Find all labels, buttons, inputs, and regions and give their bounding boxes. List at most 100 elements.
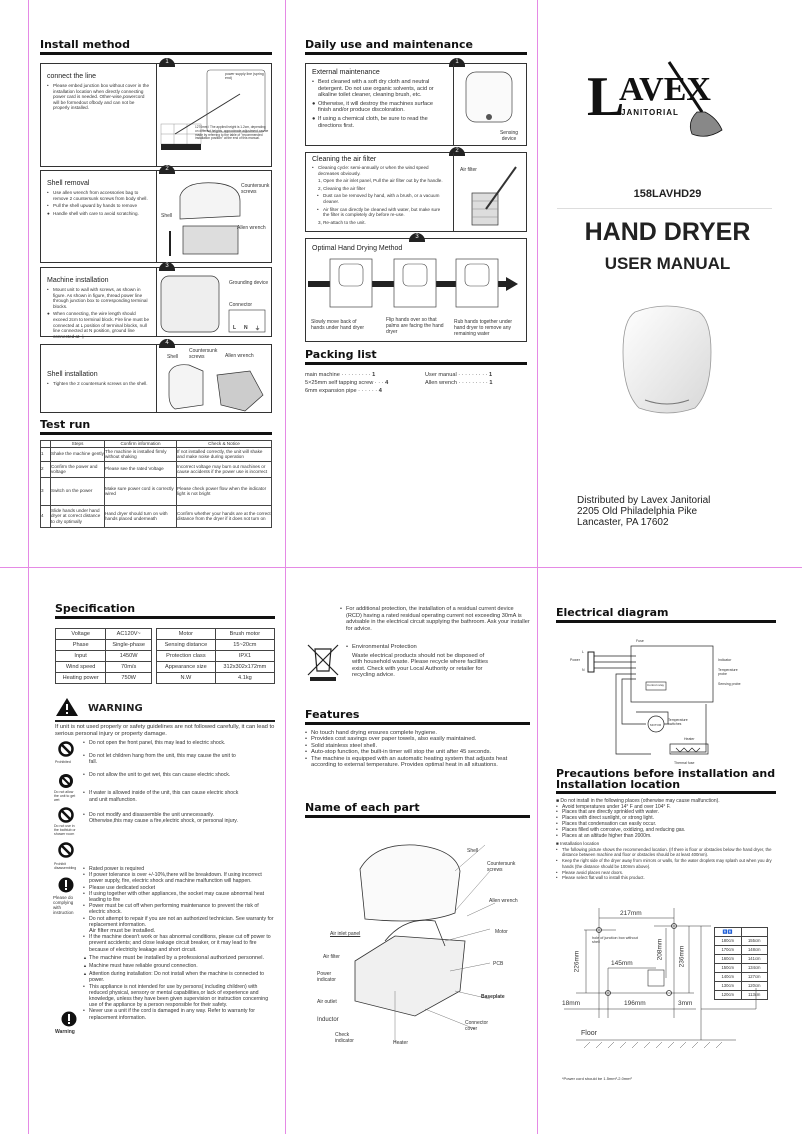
part-label: Baseplate [481, 994, 505, 1000]
packing-item: Allen wrench · · · · · · · · · 1 [425, 380, 493, 386]
step-caption: Rub hands together under hand dryer to r… [454, 319, 513, 337]
part-label: Inductor [317, 1017, 339, 1023]
item-qty: 1 [489, 380, 493, 386]
step-number: 3 [409, 233, 425, 242]
spec-label: Input [54, 650, 107, 662]
install-step-2: 2 Shell removal Use allen wrench from ac… [40, 165, 272, 263]
cell: If not installed correctly, the unit wil… [176, 446, 272, 462]
cell: Please see the rated Voltage [104, 460, 177, 478]
cell: Incorrect voltage may burn out machines … [176, 460, 272, 478]
dimension-label: 226mm [573, 950, 581, 973]
part-label: Air filter [323, 954, 340, 960]
instruction-item: Rated power is required [83, 866, 275, 872]
prohibited-list: Do not open the front panel, this may le… [83, 740, 243, 827]
no-water-icon [59, 774, 73, 788]
cell: Confirm whether your hands are at the co… [176, 504, 272, 528]
item-qty: 1 [489, 372, 493, 378]
floor-label: Floor [581, 1030, 597, 1037]
part-label: Countersunk screws [487, 861, 516, 873]
step-number: 4 [159, 339, 175, 348]
step-note: If using a chemical cloth, be sure to re… [312, 116, 447, 129]
step-title: connect the line [47, 73, 97, 80]
cell: 120cm [740, 981, 768, 991]
step-caption: Slowly move back of hands under hand dry… [311, 319, 365, 331]
shell-installation-illustration: Shell Countersunk screws Allen wrench [155, 345, 271, 412]
spec-label: N.W [156, 672, 216, 684]
icon-label: Prohibit disassembling [54, 862, 77, 870]
step-title: Optimal Hand Drying Method [312, 245, 403, 252]
instruction-item: Do not attempt to repair if you are not … [83, 916, 275, 928]
diagram-label: Indicator [718, 658, 732, 662]
spec-value: 15~20cm [214, 639, 276, 651]
cell: 141cm [740, 954, 768, 964]
avoid-item: Avoid temperatures under 14° F and over … [556, 804, 776, 811]
part-label: Heater [393, 1040, 409, 1046]
step-title: Machine installation [47, 277, 109, 284]
weee-recycling-icon [307, 644, 339, 681]
avoid-heading: ■ Do not install in the following places… [556, 798, 720, 804]
step-title: Shell removal [47, 180, 90, 187]
section-title: Daily use and maintenance [305, 38, 527, 55]
step-text: 1, Open the air inlet panel, Pull the ai… [318, 178, 443, 184]
item-name: 6mm expansion pipe [305, 388, 357, 394]
step-text: Pull the shell upward by hands to remove [47, 203, 150, 209]
exclamation-icon [61, 1011, 77, 1027]
no-bathroom-icon [58, 807, 74, 823]
diagram-label: MOTOR [650, 723, 662, 727]
warning-title: WARNING [88, 703, 143, 714]
cell: Shake the machine gently [50, 446, 105, 462]
part-label: Air inlet panel [330, 931, 361, 937]
manual-subtitle: USER MANUAL [604, 254, 731, 273]
diagram-label: L [582, 650, 584, 654]
feature-item: Auto-stop function, the built-in timer w… [305, 749, 530, 756]
caution-item: Machine must have reliable ground connec… [83, 963, 275, 969]
address-line: 2205 Old Philadelphia Pike [577, 506, 698, 517]
dimension-label: 208mm [656, 938, 664, 961]
address-line: Distributed by Lavex Janitorial [577, 495, 711, 506]
icon-label: Do not allow the unit to get wet [54, 790, 76, 802]
section-title: Install method [40, 38, 272, 55]
diagram-label: Control relay [647, 683, 665, 687]
spec-label: Voltage [54, 628, 107, 640]
height-note: 1270mm / The applied height is 1.2cm, de… [195, 125, 269, 141]
divider [557, 208, 772, 209]
warning-item: Do not modify and disassemble the unit u… [83, 812, 243, 825]
cell: Confirm the power and voltage [50, 460, 105, 478]
warning-item: Do not allow the unit to get wet, this c… [83, 772, 243, 779]
feature-item: Provides cost savings over paper towels,… [305, 736, 530, 743]
instruction-item: Please use dedicated socket [83, 885, 275, 891]
diagram-label: Fuse [636, 639, 644, 643]
instruction-item: Air filter must be installed. [89, 928, 156, 935]
item-name: Allen wrench [425, 380, 458, 386]
daily-use-page: Daily use and maintenance [305, 38, 527, 60]
illustration-label: Countersunk screws [189, 348, 218, 360]
packing-list-section: Packing list main machine · · · · · · · … [305, 348, 527, 394]
maintenance-box-1: 1 External maintenance Best cleaned with… [305, 58, 527, 146]
spec-value: Single-phase [105, 639, 152, 651]
cell: Please check power flow when the indicat… [176, 476, 272, 506]
illustration-label: Grounding device [229, 280, 269, 286]
spec-value: 312x302x172mm [214, 661, 276, 673]
illustration-label: Sensing device [499, 130, 519, 142]
spec-value: IPX1 [214, 650, 276, 662]
illustration-label: Allen wrench [237, 225, 266, 231]
rcd-note: For additional protection, the installat… [340, 606, 530, 634]
cell: 127cm [740, 972, 768, 982]
table-header: Check & Notice [176, 440, 272, 448]
section-title: Name of each part [305, 801, 530, 818]
location-item: The following picture shows the recommen… [556, 847, 776, 857]
step-number: 2 [449, 147, 465, 156]
illustration-label: Shell [161, 213, 173, 219]
cell: 134cm [740, 963, 768, 973]
step-text: Please embed junction box without cover … [47, 83, 150, 111]
part-label: Shell [467, 848, 479, 854]
spec-label: Motor [156, 628, 216, 640]
